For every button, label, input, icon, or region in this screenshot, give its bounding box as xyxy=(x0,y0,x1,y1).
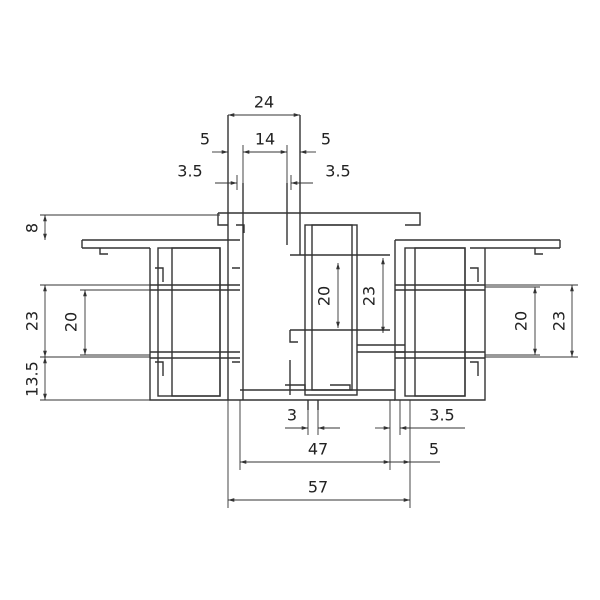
dim-center-20: 20 xyxy=(315,286,334,306)
dim-bottom-47: 47 xyxy=(308,440,328,459)
dim-bottom-57: 57 xyxy=(308,478,328,497)
dim-bottom-5: 5 xyxy=(429,440,439,459)
dim-top-left-5: 5 xyxy=(200,130,210,149)
center-mullion-profile xyxy=(217,115,421,410)
dim-top-right-5: 5 xyxy=(321,130,331,149)
dim-top-middle: 14 xyxy=(255,130,275,149)
dim-left-23: 23 xyxy=(23,311,42,331)
dim-left-20: 20 xyxy=(62,312,81,332)
dim-bottom-3: 3 xyxy=(287,406,297,425)
dim-top-right-3-5: 3.5 xyxy=(325,162,350,181)
dim-left-13-5: 13.5 xyxy=(23,361,42,397)
dim-top-overall: 24 xyxy=(254,93,274,112)
dim-right-23: 23 xyxy=(550,311,569,331)
dim-center-23: 23 xyxy=(360,286,379,306)
dim-right-20: 20 xyxy=(512,311,531,331)
dim-top-left-3-5: 3.5 xyxy=(177,162,202,181)
left-sash-profile xyxy=(81,239,240,401)
dimension-labels: 24 5 14 5 3.5 3.5 8 23 20 13.5 20 23 20 … xyxy=(23,93,569,497)
right-sash-profile xyxy=(394,239,561,401)
dim-bottom-3-5: 3.5 xyxy=(429,406,454,425)
dim-left-8: 8 xyxy=(23,223,42,233)
dimension-lines xyxy=(40,113,578,508)
